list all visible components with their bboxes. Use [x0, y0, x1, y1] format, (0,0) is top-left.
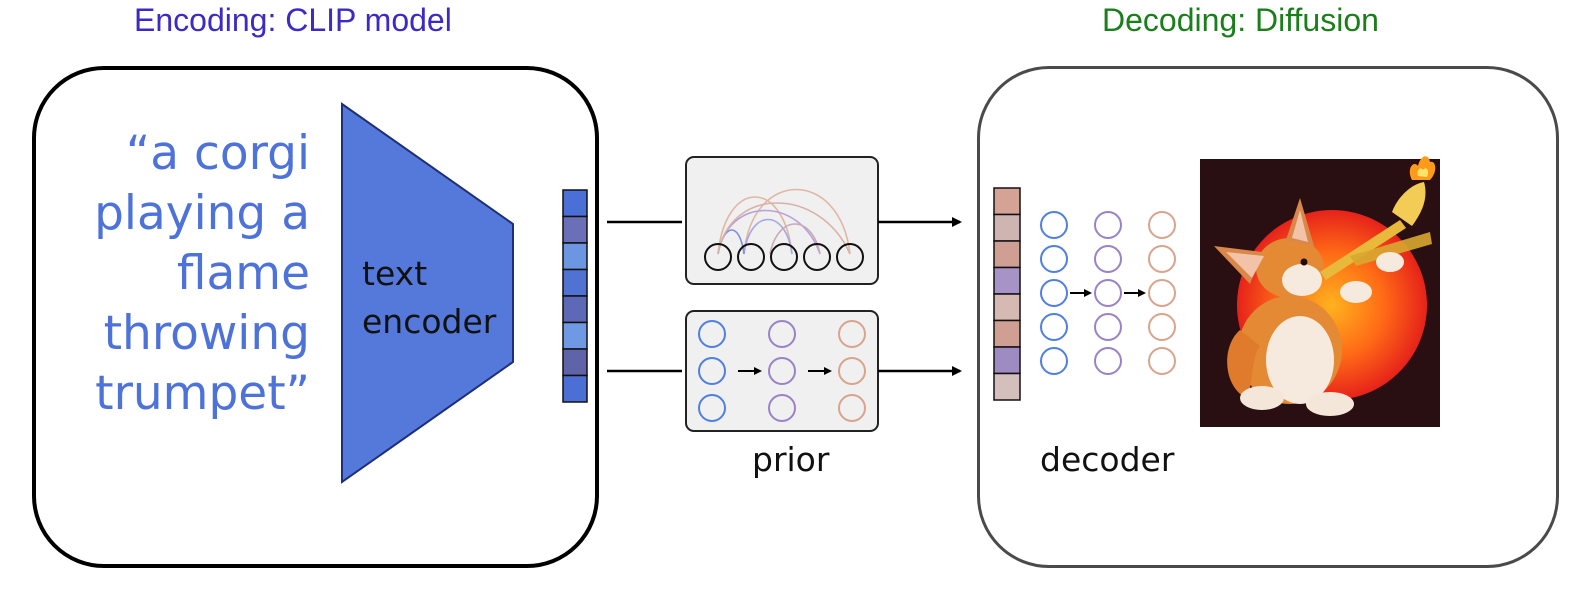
decoder-node	[1040, 347, 1068, 375]
autoregressive-prior-icon	[685, 156, 879, 285]
decoder-node	[1094, 211, 1122, 239]
corgi-trumpet-image	[1200, 156, 1440, 427]
image-embedding-cell	[993, 293, 1021, 322]
prior-node	[698, 357, 726, 385]
autoregressive-token-nodes	[704, 243, 864, 271]
image-embedding-cell	[993, 240, 1021, 269]
text-encoder-label-line2: encoder	[362, 302, 497, 341]
diffusion-prior-icon	[685, 310, 879, 432]
prompt-line: playing a	[94, 186, 310, 241]
image-embedding-cell	[993, 372, 1021, 401]
decoder-node	[1040, 211, 1068, 239]
decoder-node	[1148, 279, 1176, 307]
prior-node	[698, 394, 726, 422]
prior-node	[768, 357, 796, 385]
decoder-node	[1094, 279, 1122, 307]
prior-node	[768, 320, 796, 348]
decoder-node	[1148, 211, 1176, 239]
text-embedding-cell	[562, 242, 588, 271]
prior-label: prior	[752, 440, 830, 479]
decoding-heading: Decoding: Diffusion	[1102, 2, 1379, 38]
decoder-node	[1094, 245, 1122, 273]
prior-node	[838, 357, 866, 385]
decoder-node	[1040, 313, 1068, 341]
text-embedding-cell	[562, 374, 588, 403]
text-embedding-vector	[562, 189, 588, 403]
text-prompt: “a corgi playing a flame throwing trumpe…	[94, 124, 310, 424]
decoder-node	[1040, 279, 1068, 307]
text-encoder-label: text encoder	[362, 250, 496, 346]
text-encoder-shape	[341, 102, 514, 484]
prior-node	[838, 394, 866, 422]
diffusion-prior-nodes	[698, 320, 866, 422]
encoding-heading: Encoding: CLIP model	[134, 2, 452, 38]
text-embedding-cell	[562, 348, 588, 377]
decoder-node	[1094, 313, 1122, 341]
text-encoder-label-line1: text	[362, 254, 428, 293]
decoder-node	[1148, 347, 1176, 375]
text-embedding-cell	[562, 295, 588, 324]
token-node	[704, 243, 732, 271]
image-embedding-cell	[993, 187, 1021, 216]
image-embedding-cell	[993, 213, 1021, 242]
image-embedding-cell	[993, 319, 1021, 348]
token-node	[737, 243, 765, 271]
token-node	[803, 243, 831, 271]
decoder-network-nodes	[1040, 211, 1176, 375]
text-embedding-cell	[562, 321, 588, 350]
image-embedding-cell	[993, 346, 1021, 375]
prompt-line: trumpet”	[95, 366, 310, 421]
decoder-label: decoder	[1040, 440, 1175, 479]
prior-node	[768, 394, 796, 422]
token-node	[836, 243, 864, 271]
text-embedding-cell	[562, 268, 588, 297]
prompt-line: flame	[176, 246, 310, 301]
prompt-line: “a corgi	[125, 126, 310, 181]
decoder-node	[1148, 245, 1176, 273]
decoder-node	[1094, 347, 1122, 375]
text-embedding-cell	[562, 189, 588, 218]
prior-node	[838, 320, 866, 348]
decoder-node	[1040, 245, 1068, 273]
prior-node	[698, 320, 726, 348]
decoder-node	[1148, 313, 1176, 341]
image-embedding-cell	[993, 266, 1021, 295]
image-embedding-vector	[993, 187, 1021, 401]
prompt-line: throwing	[103, 306, 310, 361]
text-embedding-cell	[562, 215, 588, 244]
token-node	[770, 243, 798, 271]
